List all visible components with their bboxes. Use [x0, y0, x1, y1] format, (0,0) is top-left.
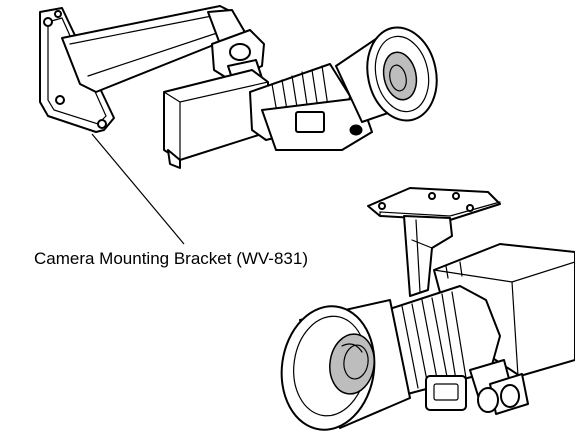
ceiling-plate: [367, 187, 501, 221]
lens-hood-top: [335, 26, 438, 123]
lens-hood-bottom: [280, 299, 411, 431]
wall-mount-camera-assembly: [39, 5, 438, 169]
callout-leader-line: [91, 133, 185, 245]
ceiling-mount-camera-assembly: [280, 187, 575, 431]
ceiling-mount-post: [403, 215, 453, 297]
lens-barrel-bottom: [361, 285, 529, 415]
lens-barrel-top: [249, 63, 373, 151]
camera-mounting-bracket-label: Camera Mounting Bracket (WV-831): [34, 249, 308, 268]
